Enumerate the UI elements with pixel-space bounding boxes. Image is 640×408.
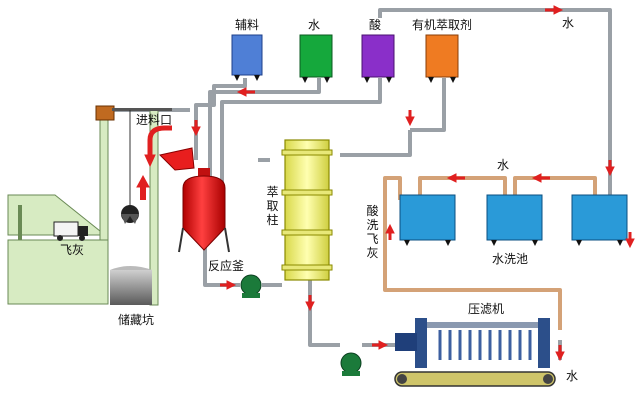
tank-water [299, 34, 333, 83]
label-filter-press: 压滤机 [468, 302, 505, 316]
pump-icon [240, 274, 262, 298]
tank-acid [361, 34, 395, 83]
pump-icon [340, 352, 362, 376]
filter-press [395, 318, 550, 368]
label-water-tank: 水 [308, 18, 321, 32]
flow-arrows [136, 5, 635, 362]
label-water-bottom: 水 [566, 369, 579, 383]
pipe-wash2-3 [513, 176, 597, 195]
pipe-wash1-2 [418, 176, 507, 195]
label-feed-inlet: 进料口 [136, 113, 173, 127]
label-organic-extractant: 有机萃取剂 [412, 18, 473, 32]
reactor-vessel [178, 168, 230, 253]
storage-building [7, 109, 159, 306]
pipe-auxiliary [194, 78, 247, 160]
conveyor-icon [394, 371, 556, 387]
label-extraction-column: 萃取柱 [266, 185, 279, 227]
pipe-extractant-to-column [340, 130, 412, 157]
label-washing-pool: 水洗池 [492, 252, 529, 266]
label-auxiliary: 辅料 [235, 18, 260, 32]
pipe-acid-ash [383, 176, 562, 330]
label-water-mid: 水 [497, 158, 510, 172]
feed-hopper [158, 147, 195, 171]
pipes-gray [105, 8, 612, 360]
label-storage-pit: 储藏坑 [118, 313, 155, 327]
pipe-acid [220, 78, 382, 185]
extraction-column [281, 139, 333, 281]
pipe-column-down [308, 280, 340, 347]
label-fly-ash: 飞灰 [60, 243, 85, 257]
label-acid-washed-fly-ash: 酸洗飞灰 [366, 204, 379, 260]
truck-icon [53, 221, 88, 241]
wash-tank-1 [399, 194, 456, 246]
tank-auxiliary [231, 34, 263, 81]
grab-bucket-icon [121, 205, 139, 224]
pipe-water-top [378, 8, 612, 195]
wash-tank-3 [571, 194, 628, 246]
label-acid: 酸 [369, 18, 382, 32]
crane-rail [95, 105, 172, 205]
label-reactor: 反应釜 [208, 259, 245, 273]
pipe-extractant [410, 78, 446, 132]
pipe-water-tank [208, 78, 321, 180]
wash-tank-2 [486, 194, 543, 246]
label-water-top-right: 水 [562, 16, 575, 30]
tank-extractant [425, 34, 459, 83]
